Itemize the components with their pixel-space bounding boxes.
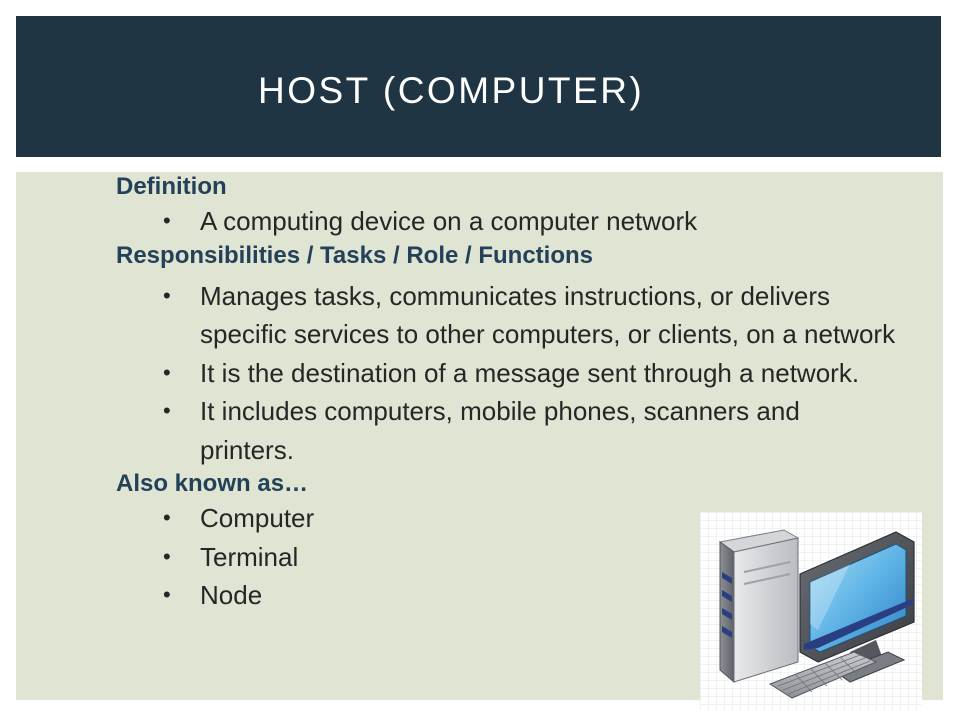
bullet-icon: •: [163, 359, 171, 385]
list-item: • A computing device on a computer networ…: [116, 202, 896, 241]
bullet-icon: •: [163, 543, 171, 569]
responsibilities-list: • Manages tasks, communicates instruction…: [116, 277, 896, 470]
section-heading-also-known-as: Also known as…: [116, 470, 309, 497]
slide-title: HOST (COMPUTER): [258, 70, 645, 111]
bullet-icon: •: [163, 282, 171, 308]
bullet-text: It includes computers, mobile phones, sc…: [200, 396, 800, 465]
bullet-text: It is the destination of a message sent …: [200, 357, 860, 388]
definition-list: • A computing device on a computer networ…: [116, 202, 896, 241]
bullet-text: A computing device on a computer network: [200, 206, 698, 236]
section-heading-responsibilities: Responsibilities / Tasks / Role / Functi…: [116, 241, 593, 269]
section-heading-definition: Definition: [116, 173, 227, 200]
bullet-icon: •: [163, 582, 171, 607]
list-item: • Terminal: [116, 538, 896, 577]
bullet-text: Terminal: [200, 541, 299, 572]
bullet-icon: •: [163, 398, 171, 423]
title-bar: [16, 16, 941, 157]
bullet-icon: •: [163, 208, 171, 233]
slide-content: Definition • A computing device on a comp…: [116, 172, 896, 615]
list-item: • It is the destination of a message sent…: [116, 354, 896, 393]
list-item: • Computer: [116, 499, 896, 538]
aliases-list: • Computer • Terminal • Node: [116, 499, 896, 615]
bullet-icon: •: [163, 505, 171, 530]
list-item: • Manages tasks, communicates instruction…: [116, 277, 896, 354]
desktop-computer-icon: [700, 512, 922, 710]
bullet-text: Node: [200, 580, 263, 610]
bullet-text: Manages tasks, communicates instructions…: [200, 280, 896, 350]
list-item: • It includes computers, mobile phones, s…: [116, 392, 896, 469]
list-item: • Node: [116, 576, 896, 615]
bullet-text: Computer: [200, 503, 315, 533]
